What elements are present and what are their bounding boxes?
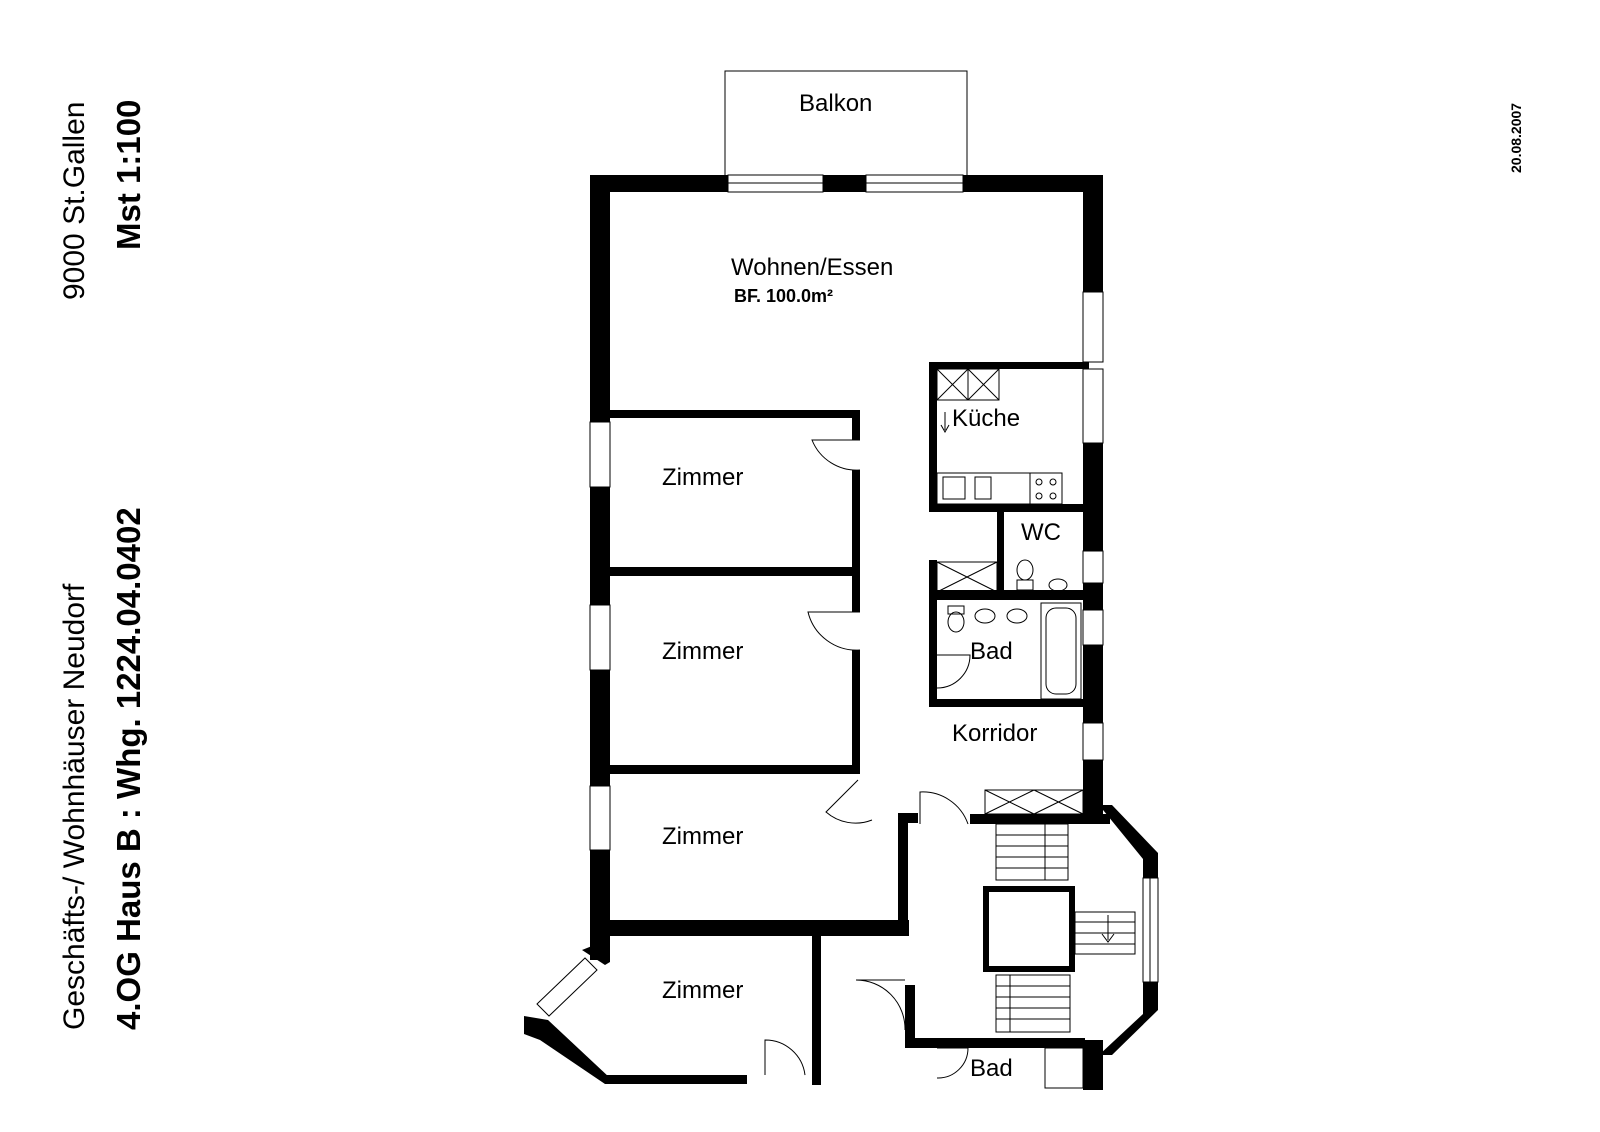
wall-zimmer1-door-top: [852, 410, 860, 440]
windows: [536, 174, 1159, 1017]
wall-stair-top: [970, 814, 1110, 824]
wall-kitchen-left: [929, 362, 937, 510]
wall-kitchen-bottom: [929, 504, 1089, 512]
doors: [764, 439, 971, 1079]
wall-right-low: [1083, 1040, 1103, 1090]
room-label-zimmer-4: Zimmer: [662, 977, 743, 1004]
wall-stair-left-low: [905, 985, 915, 1045]
room-area-wohnen: BF. 100.0m²: [734, 286, 833, 306]
wall-zimmer2-bottom: [609, 765, 860, 774]
wall-bay-top: [1099, 805, 1158, 878]
wall-top-left: [591, 175, 728, 192]
wall-right-1: [1083, 175, 1103, 292]
wall-right-2: [1083, 443, 1103, 551]
room-label-zimmer-2: Zimmer: [662, 638, 743, 665]
wall-left-1: [590, 175, 610, 422]
wall-top-right: [963, 175, 1102, 192]
wall-right-3: [1083, 583, 1103, 610]
wall-lift-bottom: [983, 966, 1075, 972]
wall-lift-left: [983, 886, 989, 972]
wall-zimmer1-top: [609, 410, 860, 418]
wall-left-4: [590, 850, 610, 960]
room-label-kueche: Küche: [952, 405, 1020, 432]
room-label-balkon: Balkon: [799, 90, 872, 117]
sanitary-fixtures: [936, 559, 1084, 1089]
stairs: [995, 823, 1136, 1033]
wall-left-3: [590, 670, 610, 786]
room-label-bad-2: Bad: [970, 1055, 1013, 1082]
wall-lift-right: [1069, 886, 1075, 972]
wall-stair-bottom: [905, 1038, 1085, 1048]
room-label-zimmer-1: Zimmer: [662, 464, 743, 491]
wall-top-mid: [823, 175, 866, 192]
wall-zimmer4-right: [812, 935, 821, 1085]
wall-zimmer4-bottom: [605, 1075, 747, 1084]
wall-stair-corner: [898, 813, 918, 823]
wall-zimmer2-right: [852, 650, 860, 773]
wall-right-4: [1083, 645, 1103, 723]
wall-left-2: [590, 487, 610, 605]
wall-kitchen-top: [929, 362, 1089, 369]
wall-bath-bottom: [929, 699, 1089, 707]
wall-wc-left: [997, 510, 1004, 594]
room-label-wc: WC: [1021, 519, 1061, 546]
kitchen-fixtures: [936, 368, 1063, 505]
wall-zimmer3-bottom: [609, 920, 909, 936]
wall-bay-left-top: [582, 944, 610, 965]
wall-bay-left: [524, 1016, 610, 1084]
room-label-zimmer-3: Zimmer: [662, 823, 743, 850]
wall-lift-top: [983, 886, 1075, 892]
wall-bath-left: [929, 560, 937, 705]
wall-bay-bottom: [1099, 982, 1158, 1055]
room-label-wohnen: Wohnen/Essen: [731, 254, 893, 281]
wall-zimmer2-door-top: [852, 576, 860, 612]
room-label-korridor: Korridor: [952, 720, 1037, 747]
wall-right-5: [1083, 760, 1103, 822]
balcony-outline: [724, 70, 968, 179]
wall-zimmer1-bottom: [609, 567, 860, 576]
room-label-bad: Bad: [970, 638, 1013, 665]
wall-zimmer3-right: [898, 813, 908, 936]
walls: [590, 175, 1110, 1090]
wall-zimmer1-right: [852, 470, 860, 573]
wall-wc-bottom: [929, 590, 1089, 600]
